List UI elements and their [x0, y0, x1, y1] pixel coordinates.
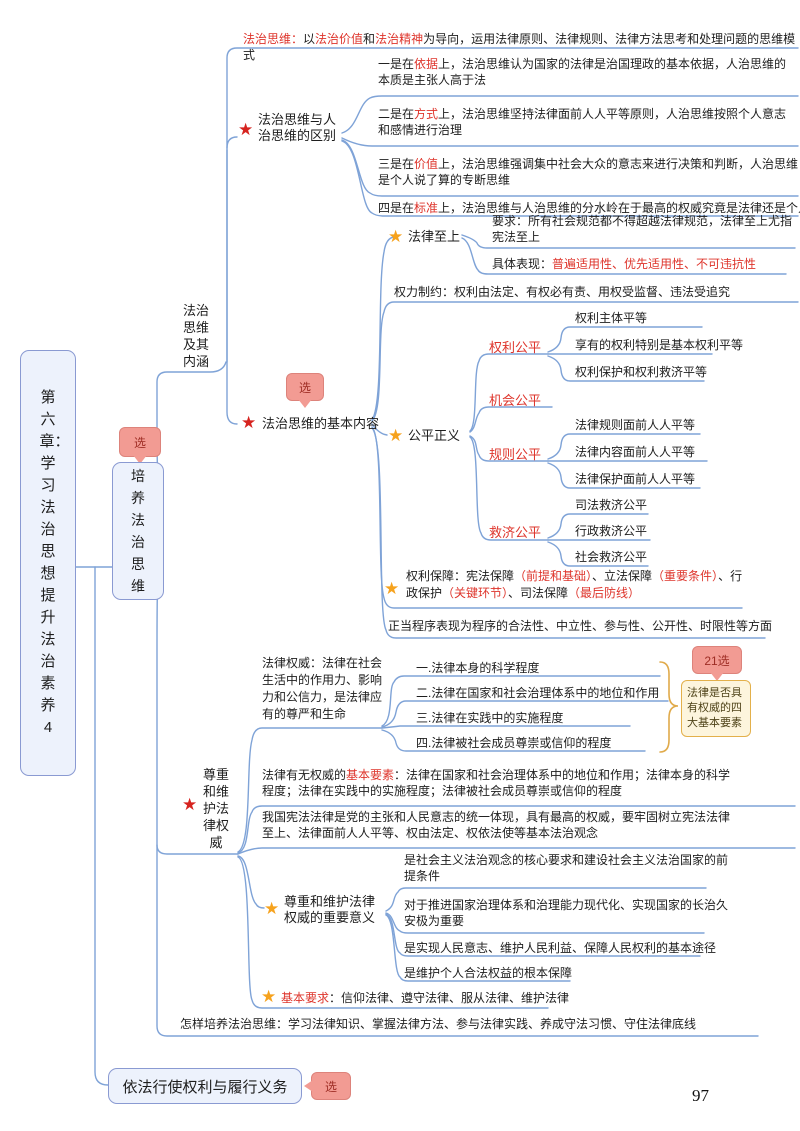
chapter-title: 第六章：学习法治思想 提升法治素养 4: [39, 389, 71, 736]
remedy-equality-label: 救济公平: [489, 525, 542, 540]
basic-content-label: 法治思维的基本内容: [262, 416, 380, 431]
rules-item: 法律保护面前人人平等: [575, 472, 696, 486]
basic-requirement-line: 基本要求：信仰法律、遵守法律、服从法律、维护法律: [281, 991, 570, 1005]
significance-item: 是实现人民意志、维护人民利益、保障人民权利的基本途径: [404, 941, 717, 955]
bottom-node-label: 依法行使权利与履行义务: [122, 1078, 288, 1096]
star-icon: ★: [388, 426, 404, 445]
significance-label: 尊重和维护法律权威的重要意义: [284, 894, 376, 925]
significance-item: 是维护个人合法权益的根本保障: [404, 966, 573, 980]
supremacy-manifestation: 具体表现：普遍适用性、优先适用性、不可违抗性: [492, 257, 757, 271]
star-icon: ★: [238, 120, 254, 139]
badge-tail-icon: [304, 1080, 313, 1092]
star-icon: ★: [384, 579, 400, 598]
bottom-node: 依法行使权利与履行义务: [108, 1068, 302, 1104]
root-node: 培养法治思维: [112, 462, 164, 600]
authority-factor: 一.法律本身的科学程度: [416, 661, 540, 675]
chapter-node: 第六章：学习法治思想 提升法治素养 4: [20, 350, 76, 776]
diff-item: 四是在标准上，法治思维与人治思维的分水岭在于最高的权威究竟是法律还是个人: [378, 201, 800, 215]
rights-protection-line: 权利保障：宪法保障（前提和基础）、立法保障（重要条件）、行政保护（关键环节）、司…: [406, 569, 743, 600]
root-label: 培养法治思维: [131, 468, 145, 594]
rights-item: 享有的权利特别是基本权利平等: [575, 338, 744, 352]
xuan21-badge: 21选: [692, 646, 742, 681]
star-icon: ★: [264, 899, 280, 918]
star-icon: ★: [388, 227, 404, 246]
remedy-item: 司法救济公平: [575, 498, 648, 512]
diff-item: 一是在依据上，法治思维认为国家的法律是治国理政的基本依据，人治思维的本质是主张人…: [378, 57, 787, 87]
xuan-badge-bottom: 选: [304, 1072, 351, 1100]
diff-node-label: 法治思维与人治思维的区别: [258, 112, 337, 143]
how-to-line: 怎样培养法治思维：学习法律知识、掌握法律方法、参与法律实践、养成守法习惯、守住法…: [180, 1017, 697, 1031]
opportunity-equality-label: 机会公平: [489, 393, 542, 408]
diff-item: 二是在方式上，法治思维坚持法律面前人人平等原则，人治思维按照个人意志和感情进行治…: [378, 107, 787, 137]
authority-elements-line: 法律有无权威的基本要素：法律在国家和社会治理体系中的地位和作用；法律本身的科学程…: [262, 768, 731, 798]
diff-item: 三是在价值上，法治思维强调集中社会大众的意志来进行决策和判断，人治思维是个人说了…: [378, 157, 799, 187]
rights-item: 权利主体平等: [575, 311, 648, 325]
badge-tail-icon: [298, 399, 312, 408]
constitution-line: 我国宪法法律是党的主张和人民意志的统一体现，具有最高的权威，要牢固树立宪法法律至…: [262, 810, 731, 840]
factors-note: 法律是否具有权威的四大基本要素: [681, 680, 751, 737]
badge-label: 选: [133, 435, 146, 450]
page-number: 97: [692, 1086, 709, 1105]
authority-factor: 四.法律被社会成员尊崇或信仰的程度: [416, 736, 612, 750]
definition-line: 法治思维：以法治价值和法治精神为导向，运用法律原则、法律规则、法律方法思考和处理…: [243, 32, 796, 62]
xuan-badge-root: 选: [119, 427, 161, 464]
authority-factor: 二.法律在国家和社会治理体系中的地位和作用: [416, 686, 660, 700]
branch-authority-label: 尊重和维护法律权威: [202, 767, 229, 850]
supremacy-requirement: 要求：所有社会规范都不得超越法律规范，法律至上尤指宪法至上: [492, 214, 793, 244]
xuan-badge-content: 选: [286, 373, 324, 408]
rules-equality-label: 规则公平: [489, 447, 542, 462]
significance-item: 是社会主义法治观念的核心要求和建设社会主义法治国家的前提条件: [404, 853, 729, 883]
badge-label: 21选: [704, 653, 730, 668]
branch-connotation-label: 法治思维及其内涵: [182, 303, 209, 369]
star-icon: ★: [182, 795, 198, 814]
supremacy-label: 法律至上: [408, 229, 461, 244]
badge-tail-icon: [133, 455, 147, 464]
remedy-item: 社会救济公平: [575, 550, 648, 564]
rights-item: 权利保护和权利救济平等: [575, 365, 708, 379]
badge-tail-icon: [710, 672, 724, 681]
authority-definition: 法律权威：法律在社会生活中的作用力、影响力和公信力，是法律应有的尊严和生命: [262, 656, 383, 721]
significance-item: 对于推进国家治理体系和治理能力现代化、实现国家的长治久安极为重要: [404, 898, 729, 928]
remedy-item: 行政救济公平: [575, 524, 648, 538]
star-icon: ★: [241, 413, 257, 432]
rules-item: 法律内容面前人人平等: [575, 445, 696, 459]
rules-item: 法律规则面前人人平等: [575, 418, 696, 432]
authority-factor: 三.法律在实践中的实施程度: [416, 711, 564, 725]
badge-label: 选: [298, 380, 311, 395]
justice-label: 公平正义: [408, 428, 461, 443]
rights-equality-label: 权利公平: [489, 340, 542, 355]
power-check-line: 权力制约：权利由法定、有权必有责、用权受监督、违法受追究: [394, 285, 731, 299]
star-icon: ★: [261, 987, 277, 1006]
badge-label: 选: [324, 1079, 337, 1094]
due-process-line: 正当程序表现为程序的合法性、中立性、参与性、公开性、时限性等方面: [388, 619, 773, 633]
